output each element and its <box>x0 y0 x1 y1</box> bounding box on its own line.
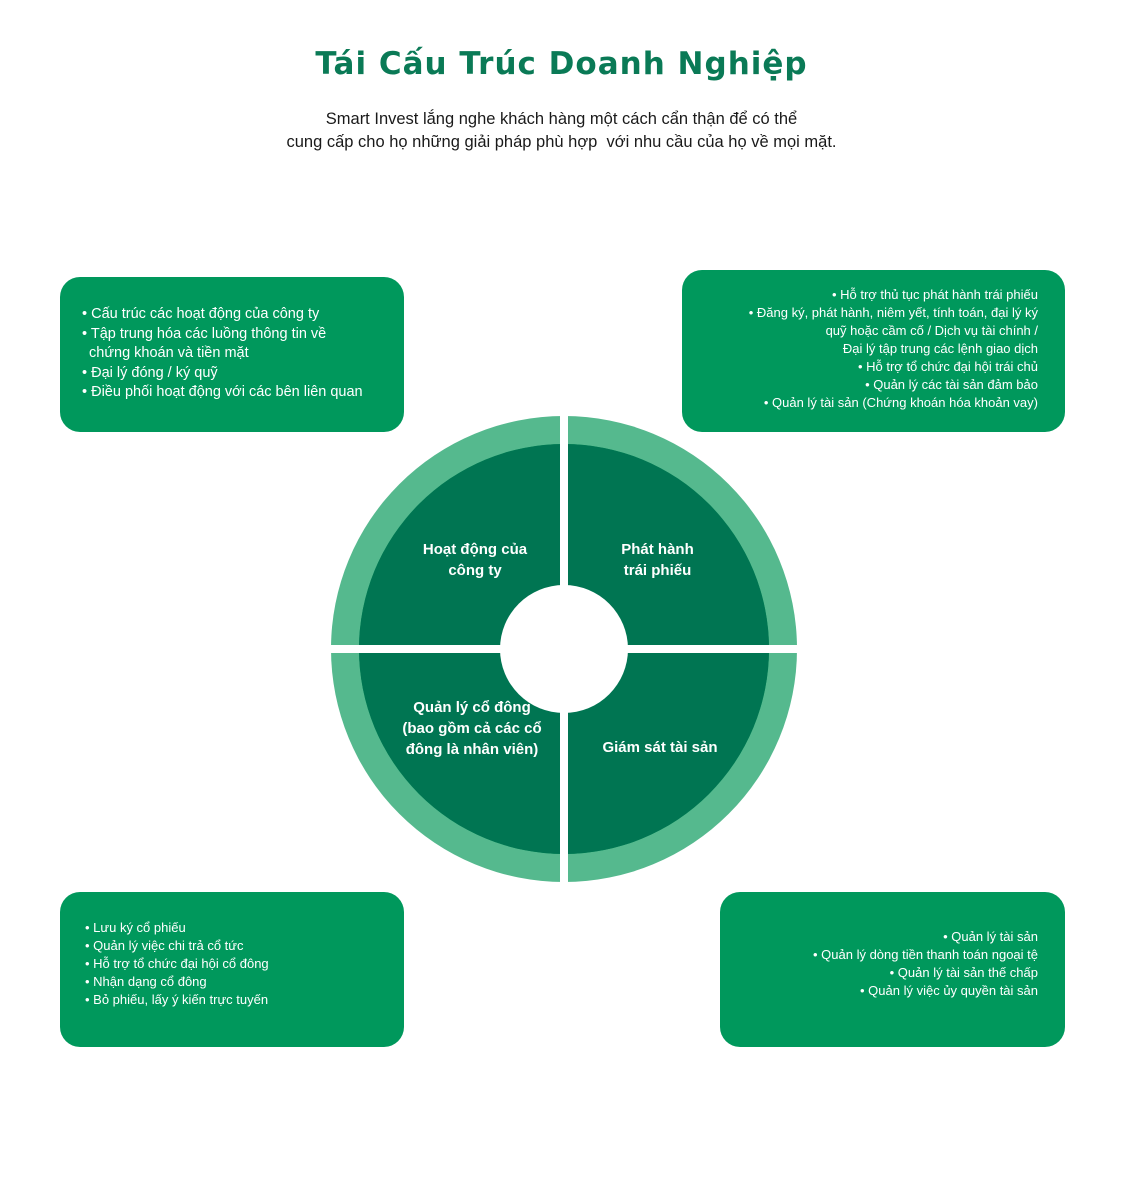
quadrant-label-shareholder-management: Quản lý cổ đông (bao gồm cả các cổ đông … <box>382 697 562 760</box>
asset-monitoring-box: • Quản lý tài sản • Quản lý dòng tiền th… <box>720 892 1065 1047</box>
list-item: • Đăng ký, phát hành, niêm yết, tính toá… <box>748 305 1038 320</box>
label-line: Phát hành <box>621 541 694 558</box>
label-line: đông là nhân viên) <box>405 741 539 758</box>
list-item: • Quản lý các tài sản đảm bảo <box>865 377 1038 392</box>
label-line: Quản lý cổ đông <box>413 699 531 716</box>
label-line: Giám sát tài sản <box>602 739 718 756</box>
bond-issuance-box: • Hỗ trợ thủ tục phát hành trái phiếu • … <box>682 270 1065 432</box>
list-item: • Đại lý đóng / ký quỹ <box>82 364 218 381</box>
label-line: trái phiếu <box>623 562 692 579</box>
subtitle-line-2: cung cấp cho họ những giải pháp phù hợp … <box>286 133 837 151</box>
list-item: • Nhận dạng cổ đông <box>85 974 207 989</box>
company-operations-box: • Cấu trúc các hoạt động của công ty • T… <box>60 277 404 432</box>
label-line: công ty <box>448 562 502 579</box>
list-item: Đại lý tập trung các lệnh giao dịch <box>842 341 1038 356</box>
list-item: • Tập trung hóa các luồng thông tin về <box>82 325 327 342</box>
shareholder-management-box: • Lưu ký cổ phiếu • Quản lý việc chi trả… <box>60 892 404 1047</box>
list-item: • Quản lý dòng tiền thanh toán ngoại tệ <box>813 947 1038 962</box>
page-title: Tái Cấu Trúc Doanh Nghiệp <box>315 46 808 82</box>
list-item: chứng khoán và tiền mặt <box>89 345 249 361</box>
list-item: • Hỗ trợ tổ chức đại hội trái chủ <box>857 359 1038 374</box>
list-item: • Quản lý tài sản <box>943 929 1038 944</box>
list-item: • Hỗ trợ thủ tục phát hành trái phiếu <box>831 287 1038 302</box>
list-item: • Hỗ trợ tổ chức đại hội cổ đông <box>85 956 269 971</box>
quadrant-label-asset-monitoring: Giám sát tài sản <box>580 737 740 758</box>
quadrant-label-company-operations: Hoạt động của công ty <box>395 539 555 581</box>
list-item: • Quản lý việc ủy quyền tài sản <box>860 983 1038 998</box>
list-item: • Quản lý tài sản (Chứng khoán hóa khoản… <box>763 395 1038 410</box>
list-item: quỹ hoặc cầm cố / Dịch vụ tài chính / <box>825 323 1038 338</box>
list-item: • Bỏ phiếu, lấy ý kiến trực tuyến <box>85 992 269 1007</box>
list-item: • Quản lý việc chi trả cổ tức <box>85 938 244 953</box>
list-item: • Lưu ký cổ phiếu <box>85 920 186 935</box>
page-subtitle: Smart Invest lắng nghe khách hàng một cá… <box>0 108 1123 154</box>
list-item: • Cấu trúc các hoạt động của công ty <box>82 306 320 322</box>
subtitle-line-1: Smart Invest lắng nghe khách hàng một cá… <box>325 110 798 128</box>
label-line: Hoạt động của <box>422 541 528 558</box>
quadrant-label-bond-issuance: Phát hành trái phiếu <box>580 539 735 581</box>
list-item: • Điều phối hoạt động với các bên liên q… <box>82 384 363 400</box>
center-hole <box>500 585 628 713</box>
label-line: (bao gồm cả các cổ <box>402 720 542 737</box>
list-item: • Quản lý tài sản thế chấp <box>889 965 1038 980</box>
